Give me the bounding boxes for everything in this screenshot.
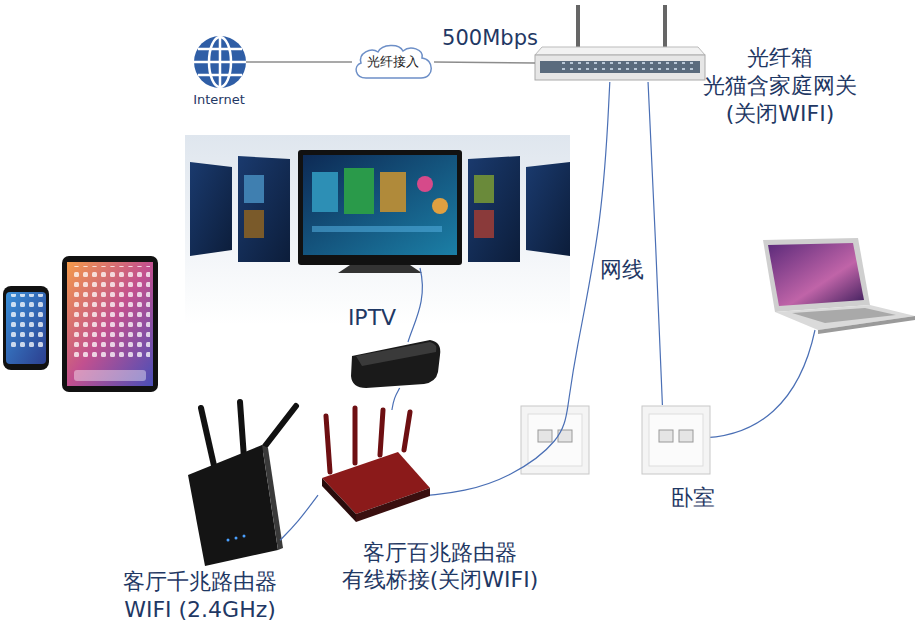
poster-thumb <box>474 175 494 203</box>
phone-screen <box>6 292 46 364</box>
poster-thumb <box>244 210 264 238</box>
antenna <box>380 410 383 455</box>
phone-frame <box>3 286 49 370</box>
modem-front <box>535 55 705 80</box>
settop-box-node: IPTV <box>350 338 442 388</box>
fiber-cloud: 光纤接入 <box>352 44 434 80</box>
antenna <box>326 416 330 472</box>
status-led <box>235 537 238 540</box>
network-cable <box>280 495 318 540</box>
poster-thumb <box>244 175 264 203</box>
laptop-edge <box>818 316 915 334</box>
laptop <box>763 238 915 334</box>
poster-thumb <box>344 168 374 214</box>
settop-top <box>356 342 436 366</box>
cloud-label: 光纤接入 <box>352 44 434 80</box>
globe-parallel <box>198 48 242 51</box>
router-side <box>322 478 356 522</box>
tv-backdrop <box>185 135 570 325</box>
iphone <box>3 286 49 370</box>
menu-icon <box>432 198 448 214</box>
device-label: IPTV <box>332 304 412 332</box>
globe-parallel <box>194 61 246 64</box>
network-cable <box>434 62 535 63</box>
laptop-lid <box>763 238 870 312</box>
laptop-keyboard <box>792 308 896 323</box>
edge-label: 500Mbps <box>430 24 550 52</box>
app-grid <box>7 294 45 350</box>
bridge-router-node: 客厅百兆路由器 有线桥接(关闭WIFI) <box>318 410 430 522</box>
router-body <box>188 445 278 566</box>
app-grid <box>70 266 150 358</box>
ipad <box>62 256 158 392</box>
menu-panel <box>238 156 290 262</box>
status-led <box>227 539 230 542</box>
antenna <box>353 408 358 463</box>
router-top <box>322 452 430 514</box>
device-label: Internet <box>179 91 259 109</box>
modem-panel <box>540 61 700 73</box>
wall-socket <box>642 406 710 474</box>
menu-icon <box>417 176 433 192</box>
laptop-screen <box>768 243 864 306</box>
red-router <box>322 408 430 522</box>
asus-router <box>188 402 296 566</box>
bedroom-socket-node: 卧室 <box>642 405 710 475</box>
status-led <box>243 535 246 538</box>
antenna <box>201 408 215 470</box>
poster-thumb <box>474 210 494 238</box>
settop-body <box>351 340 440 388</box>
socket-plate <box>642 406 710 474</box>
menu-panel <box>468 156 520 262</box>
menu-panel <box>526 162 570 256</box>
tv-frame <box>298 150 462 265</box>
optical-modem-node: 光纤箱 光猫含家庭网关 (关闭WIFI) <box>535 44 705 82</box>
poster-thumb <box>312 172 338 212</box>
network-cable <box>392 388 400 410</box>
globe-parallel <box>198 74 242 77</box>
antenna <box>262 406 296 450</box>
device-label: 客厅百兆路由器 有线桥接(关闭WIFI) <box>337 539 543 593</box>
poster-thumb <box>380 172 406 212</box>
antenna <box>576 5 580 47</box>
router-edge <box>262 445 283 550</box>
socket-face <box>649 414 703 466</box>
tablet-frame <box>62 256 158 392</box>
internet-node: Internet <box>194 36 246 88</box>
settop-box <box>351 340 440 388</box>
tablet-dock <box>74 370 146 381</box>
tv-stand <box>338 265 422 273</box>
gigabit-router-node: 客厅千兆路由器 WIFI (2.4GHz) <box>185 400 280 565</box>
hdmi-wire <box>408 268 422 342</box>
rj45-jack <box>659 430 673 442</box>
tablet-screen <box>67 262 153 386</box>
tv-screen <box>303 155 457 255</box>
edge-label: 网线 <box>592 256 652 284</box>
globe-disc <box>194 36 246 88</box>
device-label: 光纤箱 光猫含家庭网关 (关闭WIFI) <box>695 44 865 128</box>
menu-bar <box>312 226 442 232</box>
menu-panel <box>190 162 232 256</box>
modem-ports <box>560 62 696 72</box>
device-label: 客厅千兆路由器 WIFI (2.4GHz) <box>112 568 288 624</box>
antenna <box>404 412 410 450</box>
device-label: 卧室 <box>653 484 733 512</box>
antenna <box>663 5 667 47</box>
network-cable <box>246 61 352 62</box>
router-front <box>356 488 430 522</box>
rj45-jack <box>679 430 693 442</box>
antenna <box>240 402 244 458</box>
rj45-jack <box>538 430 552 442</box>
network-cable <box>430 82 610 495</box>
tv-illustration <box>185 135 570 325</box>
internet-globe-icon <box>194 36 246 88</box>
modem-top <box>535 47 705 55</box>
network-cable <box>648 82 662 405</box>
optical-modem <box>535 5 705 80</box>
